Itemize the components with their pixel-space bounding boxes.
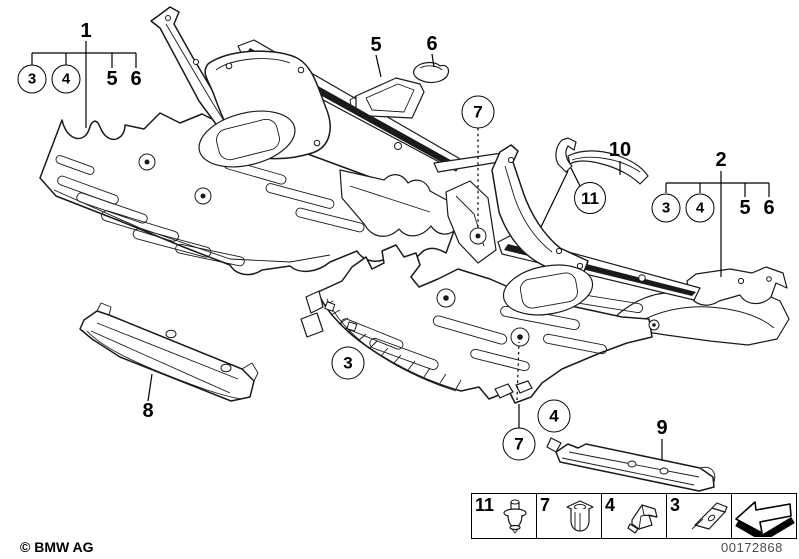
- callout-5-part[interactable]: 5: [370, 34, 382, 56]
- clip-icon: [627, 504, 658, 534]
- legend-label-7: 7: [540, 495, 551, 515]
- expansion-rivet-icon: [503, 499, 527, 534]
- underbody-shield-1-drawing: [39, 6, 463, 276]
- legend-label-11: 11: [475, 495, 495, 515]
- side-cover-part-8-drawing: [79, 302, 259, 402]
- callout-1[interactable]: 1: [80, 20, 92, 42]
- callout-4-circled-group2[interactable]: 4: [685, 193, 715, 223]
- bracket-part-9-drawing: [546, 437, 716, 492]
- callout-9[interactable]: 9: [656, 417, 668, 439]
- legend-cell-4: 4: [601, 494, 666, 538]
- callout-10[interactable]: 10: [608, 139, 632, 161]
- copyright-text: © BMW AG: [20, 539, 94, 555]
- legend-cell-arrow: [731, 494, 796, 538]
- speed-nut-icon: [691, 502, 728, 530]
- callout-7-circled-top[interactable]: 7: [461, 95, 495, 129]
- callout-3-circled-bottom[interactable]: 3: [331, 346, 365, 380]
- callout-4-circled-group1[interactable]: 4: [51, 64, 81, 94]
- callout-2[interactable]: 2: [715, 149, 727, 171]
- diagram-number: 00172868: [721, 540, 783, 555]
- hook-part-11-drawing: [555, 137, 577, 173]
- fastener-legend-box: 11 7 4: [471, 493, 797, 539]
- legend-label-3: 3: [670, 495, 681, 515]
- cap-part-6-drawing: [413, 61, 450, 84]
- leader-lines: [31, 41, 770, 460]
- legend-label-4: 4: [605, 495, 616, 515]
- legend-cell-7: 7: [536, 494, 601, 538]
- grommet-icon: [566, 500, 594, 532]
- callout-5-group1[interactable]: 5: [106, 68, 118, 90]
- callout-6-group1[interactable]: 6: [130, 68, 142, 90]
- callout-3-circled-group2[interactable]: 3: [651, 193, 681, 223]
- callout-6-part[interactable]: 6: [426, 33, 438, 55]
- underbody-shield-2-drawing: [300, 144, 790, 404]
- bracket-part-5-drawing: [349, 77, 425, 119]
- callout-6-group2[interactable]: 6: [763, 197, 775, 219]
- legend-cell-11: 11: [472, 494, 536, 538]
- callout-3-circled-group1[interactable]: 3: [17, 64, 47, 94]
- strip-part-10-drawing: [567, 150, 649, 185]
- callout-5-group2[interactable]: 5: [739, 197, 751, 219]
- callout-7-circled-bottom[interactable]: 7: [502, 427, 536, 461]
- callout-11-circled[interactable]: 11: [574, 182, 606, 214]
- direction-arrow-icon: [735, 501, 795, 537]
- legend-cell-3: 3: [666, 494, 731, 538]
- callout-8[interactable]: 8: [142, 400, 154, 422]
- callout-4-circled-bottom[interactable]: 4: [537, 399, 571, 433]
